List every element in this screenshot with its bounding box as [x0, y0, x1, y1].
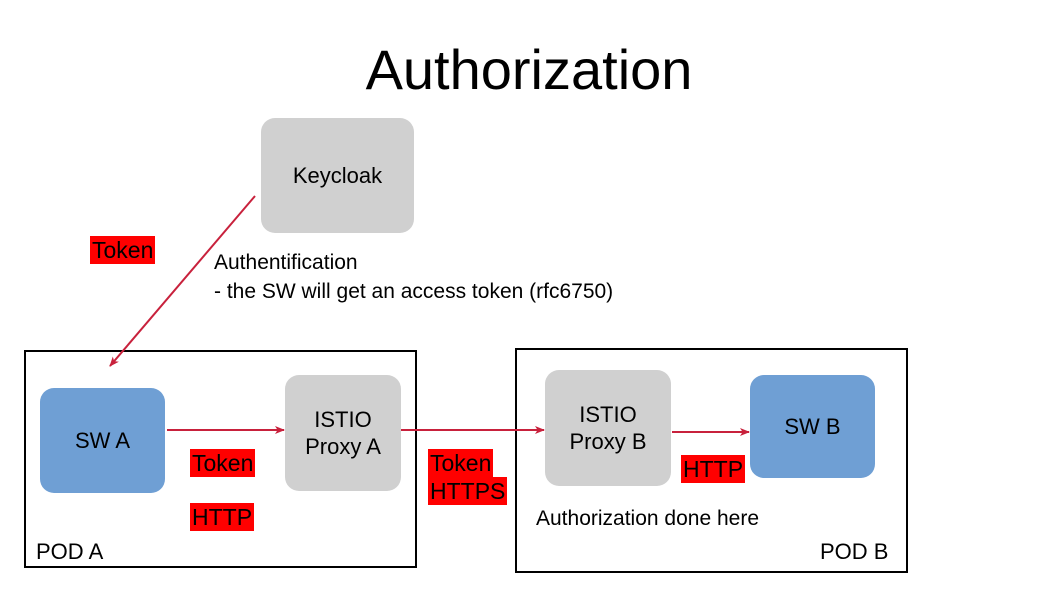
pod-a-label: POD A — [36, 539, 104, 564]
pod-b-note-authorization-done-here: Authorization done here — [536, 507, 759, 530]
highlight-keycloak-token-label: Token — [90, 236, 156, 264]
highlight-pod-a-token-label: Token — [190, 449, 256, 477]
highlight-pod-b-http: HTTP — [681, 455, 746, 483]
pod-b-label: POD B — [820, 539, 889, 564]
node-istio-proxy-a-label-line1: ISTIO — [314, 407, 372, 432]
highlight-pod-b-http-label: HTTP — [681, 455, 746, 483]
node-sw-a[interactable]: SW A — [40, 388, 165, 493]
highlight-inter-pod-https-label: HTTPS — [428, 477, 508, 505]
node-istio-proxy-b[interactable]: ISTIO Proxy B — [545, 370, 671, 486]
highlight-pod-a-http: HTTP — [190, 503, 255, 531]
note-authentification-detail: - the SW will get an access token (rfc67… — [214, 280, 614, 303]
highlight-inter-pod-token-label: Token — [428, 449, 494, 477]
node-istio-proxy-a[interactable]: ISTIO Proxy A — [285, 375, 401, 491]
node-sw-b-label: SW B — [784, 414, 841, 439]
page-title: Authorization — [365, 38, 693, 101]
highlight-pod-a-token: Token — [190, 449, 256, 477]
node-istio-proxy-b-label-line1: ISTIO — [579, 402, 637, 427]
highlight-pod-a-http-label: HTTP — [190, 503, 255, 531]
note-authentification-heading: Authentification — [214, 251, 358, 274]
node-keycloak[interactable]: Keycloak — [261, 118, 414, 233]
highlight-keycloak-token: Token — [90, 236, 156, 264]
node-sw-a-label: SW A — [74, 428, 130, 453]
highlight-inter-pod-token-https: Token HTTPS — [428, 449, 508, 505]
node-sw-b[interactable]: SW B — [750, 375, 875, 478]
node-istio-proxy-b-label-line2: Proxy B — [569, 429, 647, 454]
pod-b-container — [515, 348, 908, 573]
node-keycloak-label: Keycloak — [292, 163, 383, 188]
node-istio-proxy-a-label-line2: Proxy A — [305, 434, 381, 459]
